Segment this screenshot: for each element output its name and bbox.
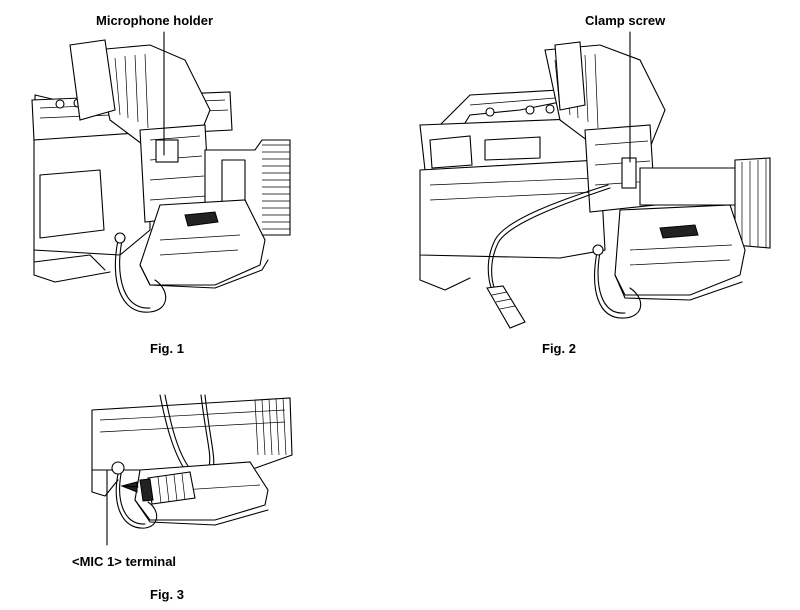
fig1-caption: Fig. 1 xyxy=(150,341,184,356)
fig3-camera-body xyxy=(91,394,293,529)
fig2-camera-body xyxy=(419,41,771,329)
fig1-camera-body xyxy=(31,39,291,313)
fig1-callout-microphone-holder: Microphone holder xyxy=(96,13,213,28)
fig2-callout-clamp-screw: Clamp screw xyxy=(585,13,666,28)
fig3-callout-mic1-terminal: <MIC 1> terminal xyxy=(72,554,177,569)
fig3-caption: Fig. 3 xyxy=(150,587,184,602)
fig2-caption: Fig. 2 xyxy=(542,341,576,356)
